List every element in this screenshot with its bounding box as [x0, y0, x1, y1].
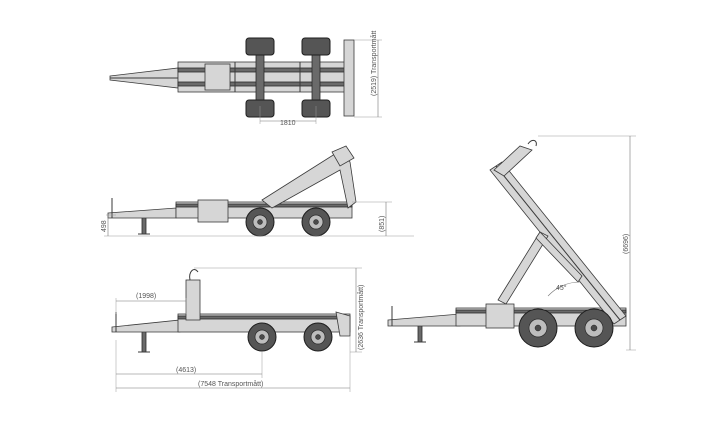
dim-front-length-inner: (4613) [176, 367, 196, 374]
dim-top-axle: 1810 [280, 120, 296, 127]
dim-tilt-height: (6696) [623, 234, 630, 254]
side-view: (851) 498 [101, 145, 414, 237]
front-view: (1998) (2636 Transportmått) (4613) (7548… [111, 267, 365, 392]
dim-side-height: (851) [379, 216, 386, 232]
dim-front-height: (2636 Transportmått) [357, 285, 365, 350]
dim-tilt-angle: 45° [556, 284, 567, 292]
tilt-view: 45° (6696) [387, 135, 636, 351]
dim-top-width: (2519) Transportmått [370, 31, 378, 96]
dim-side-drawbar: 498 [101, 220, 108, 232]
top-view: (2519) Transportmått 1810 [109, 31, 382, 127]
dim-front-distance: (1998) [136, 293, 156, 300]
dim-front-length-total: (7548 Transportmått) [198, 380, 263, 388]
